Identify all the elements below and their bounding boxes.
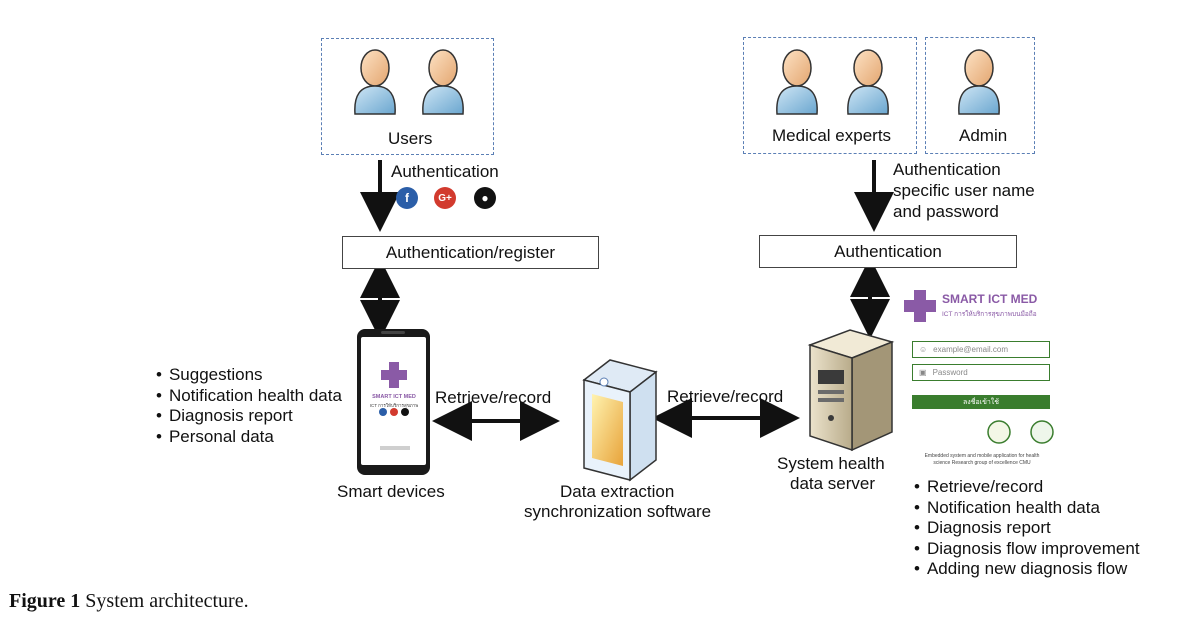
right-bullet-list: Retrieve/record Notification health data… bbox=[914, 477, 1140, 580]
admin-group bbox=[925, 37, 1035, 154]
medical-expert-person-icon bbox=[776, 49, 818, 115]
email-field[interactable]: ☺ example@email.com bbox=[912, 341, 1050, 358]
right-bullet-item: Retrieve/record bbox=[914, 477, 1140, 498]
software-box-icon bbox=[582, 359, 658, 482]
right-auth-note-line2: specific user name bbox=[893, 181, 1035, 200]
phone-app-subtitle: ICT การให้บริการสุขภาพ bbox=[369, 403, 419, 408]
login-logo-text: SMART ICT MED bbox=[942, 292, 1038, 306]
right-auth-note-line1: Authentication bbox=[893, 160, 1001, 179]
right-auth-note-line3: and password bbox=[893, 202, 999, 221]
users-label: Users bbox=[388, 129, 433, 148]
password-placeholder: Password bbox=[932, 368, 968, 377]
user-person-icon bbox=[354, 49, 396, 115]
right-bullet-item: Diagnosis report bbox=[914, 518, 1140, 539]
left-bullet-item: Personal data bbox=[156, 427, 342, 448]
left-retrieve-record-label: Retrieve/record bbox=[435, 388, 552, 407]
figure-caption: Figure 1 System architecture. bbox=[9, 590, 249, 613]
google-plus-icon: G+ bbox=[434, 187, 456, 209]
admin-label: Admin bbox=[959, 126, 1008, 145]
right-bullet-item: Diagnosis flow improvement bbox=[914, 539, 1140, 560]
admin-person-icon bbox=[958, 49, 1000, 115]
login-footer-text: Embedded system and mobile application f… bbox=[924, 453, 1040, 466]
medical-experts-group bbox=[743, 37, 917, 154]
password-field[interactable]: ▣ Password bbox=[912, 364, 1050, 381]
server-label-line1: System health bbox=[777, 454, 885, 473]
lock-icon: ▣ bbox=[919, 368, 927, 377]
user-person-icon bbox=[422, 49, 464, 115]
phone-app-name: SMART ICT MED bbox=[372, 394, 416, 400]
smartphone-icon bbox=[357, 329, 430, 475]
medical-experts-label: Medical experts bbox=[772, 126, 892, 145]
medical-expert-person-icon bbox=[847, 49, 889, 115]
partner-logos bbox=[987, 420, 1054, 444]
email-placeholder: example@email.com bbox=[933, 345, 1008, 354]
right-retrieve-record-label: Retrieve/record bbox=[667, 387, 784, 406]
server-label-line2: data server bbox=[790, 474, 876, 493]
left-auth-note: Authentication bbox=[391, 162, 499, 181]
authentication-box: Authentication bbox=[759, 235, 1017, 268]
facebook-icon: f bbox=[396, 187, 418, 209]
software-label-line1: Data extraction bbox=[560, 482, 675, 501]
server-icon bbox=[807, 329, 895, 452]
users-group bbox=[321, 38, 494, 155]
user-icon: ☺ bbox=[919, 345, 928, 354]
right-bullet-item: Notification health data bbox=[914, 498, 1140, 519]
login-button[interactable]: ลงชื่อเข้าใช้ bbox=[912, 395, 1050, 409]
login-logo-subtitle: ICT การให้บริการสุขภาพบนมือถือ bbox=[942, 311, 1037, 318]
smart-devices-label: Smart devices bbox=[337, 482, 445, 501]
authentication-register-box: Authentication/register bbox=[342, 236, 599, 269]
left-bullet-item: Suggestions bbox=[156, 365, 342, 386]
apple-icon: ● bbox=[474, 187, 496, 209]
figure-caption-label: Figure 1 bbox=[9, 590, 81, 612]
left-bullet-item: Notification health data bbox=[156, 386, 342, 407]
left-bullet-list: Suggestions Notification health data Dia… bbox=[156, 365, 342, 447]
figure-caption-text: System architecture. bbox=[85, 590, 249, 612]
smart-ict-med-logo-icon bbox=[904, 290, 936, 322]
software-label-line2: synchronization software bbox=[524, 502, 712, 521]
right-bullet-item: Adding new diagnosis flow bbox=[914, 559, 1140, 580]
left-bullet-item: Diagnosis report bbox=[156, 406, 342, 427]
